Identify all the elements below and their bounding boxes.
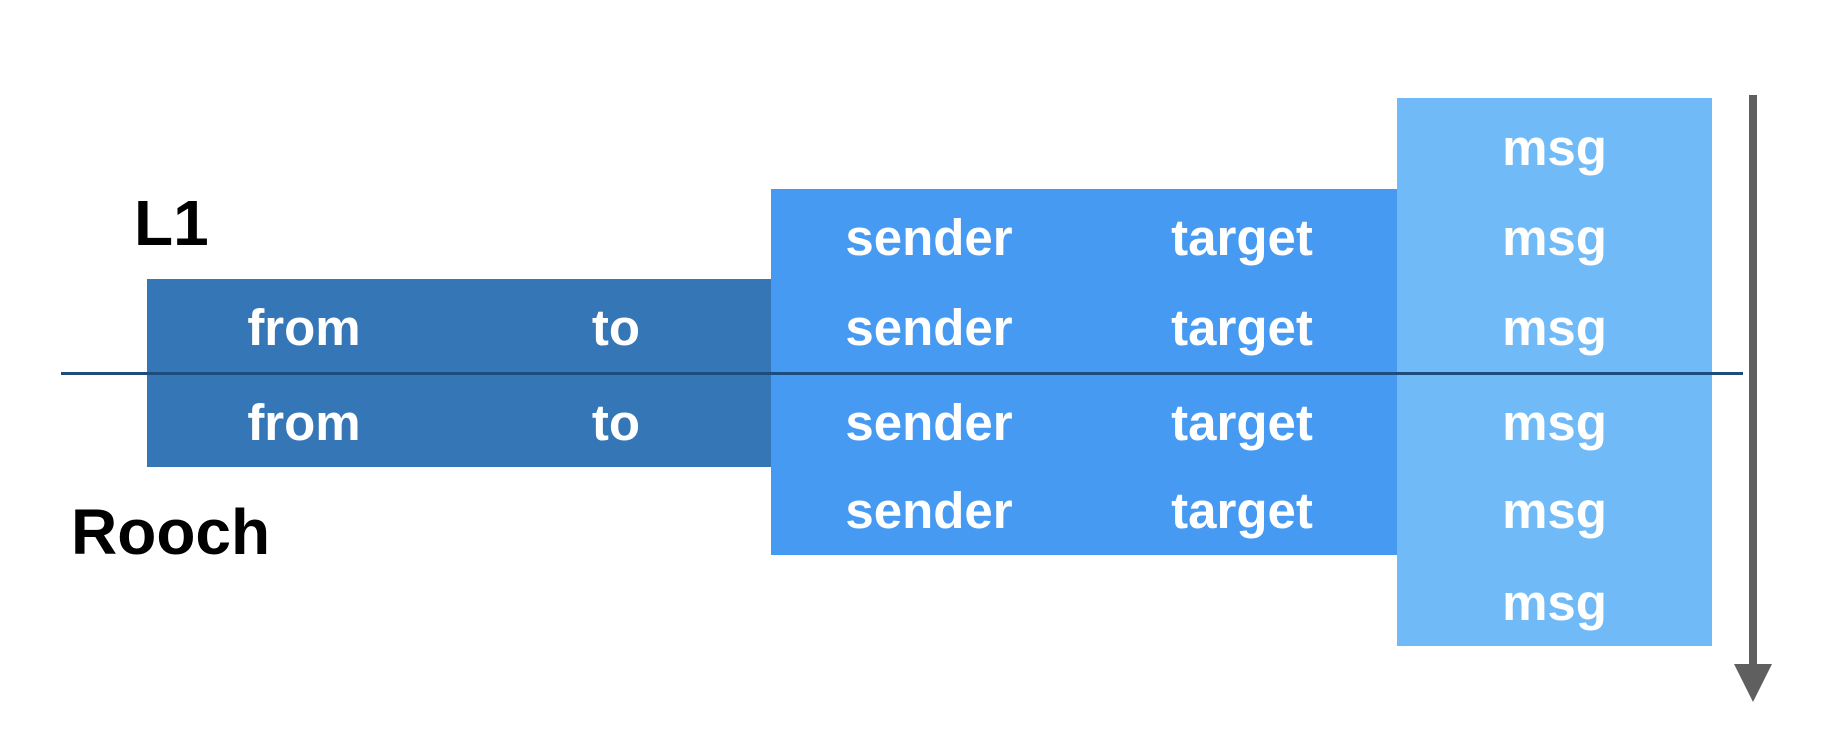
target-cell: target: [1171, 394, 1313, 451]
msg-cell: msg: [1502, 119, 1607, 176]
msg-cell: msg: [1502, 209, 1607, 266]
to-cell: to: [591, 299, 641, 356]
msg-cell: msg: [1502, 394, 1607, 451]
from-cell: from: [247, 394, 361, 451]
sender-cell: sender: [845, 209, 1013, 266]
target-cell: target: [1171, 482, 1313, 539]
sender-cell: sender: [845, 394, 1013, 451]
msg-cell: msg: [1502, 299, 1607, 356]
to-cell: to: [591, 394, 641, 451]
msg-cell: msg: [1502, 482, 1607, 539]
from-cell: from: [247, 299, 361, 356]
msg-cell: msg: [1502, 574, 1607, 631]
target-cell: target: [1171, 299, 1313, 356]
target-cell: target: [1171, 209, 1313, 266]
l1-label: L1: [134, 187, 209, 259]
sender-cell: sender: [845, 482, 1013, 539]
sender-cell: sender: [845, 299, 1013, 356]
layer-divider-line: [61, 372, 1743, 375]
rooch-label: Rooch: [71, 496, 271, 568]
